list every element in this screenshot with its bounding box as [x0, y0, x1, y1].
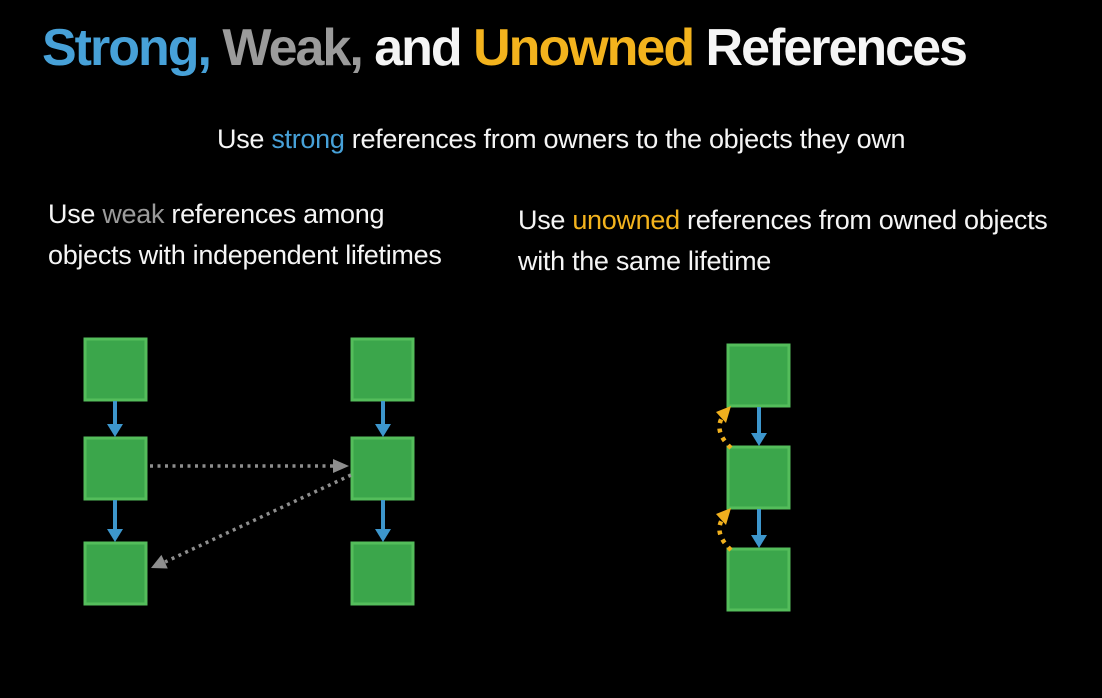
object-box-b3 [350, 541, 415, 606]
strong-reference-arrow [107, 500, 123, 542]
caption-text: objects with independent lifetimes [48, 240, 442, 270]
strong-reference-arrow [375, 401, 391, 437]
caption-text: Use [48, 199, 103, 229]
strong-reference-arrow [751, 509, 767, 548]
unowned-reference-caption: Use unowned references from owned object… [518, 200, 1048, 282]
object-box-b2 [350, 436, 415, 501]
weak-reference-caption: Use weak references among objects with i… [48, 194, 442, 276]
object-box-c2 [726, 445, 791, 510]
title-word-weak: Weak, [209, 19, 363, 77]
object-box-a2 [83, 436, 148, 501]
unowned-diagram [716, 343, 791, 612]
caption-text: with the same lifetime [518, 246, 771, 276]
strong-reference-caption: Use strong references from owners to the… [217, 124, 906, 155]
caption-keyword-strong: strong [271, 124, 345, 154]
title-word-and: and [361, 19, 474, 77]
title-word-strong: Strong, [42, 19, 212, 77]
caption-text: references from owners to the objects th… [344, 124, 906, 154]
object-box-b1 [350, 337, 415, 402]
caption-keyword-unowned: unowned [572, 205, 680, 235]
strong-reference-arrow [751, 407, 767, 446]
strong-reference-arrow [375, 500, 391, 542]
object-box-c1 [726, 343, 791, 408]
object-box-a1 [83, 337, 148, 402]
caption-text: references from owned objects [679, 205, 1048, 235]
strong-reference-arrow [107, 401, 123, 437]
weak-diagram [83, 337, 415, 606]
title-word-unowned: Unowned [473, 19, 695, 77]
weak-reference-arrow [150, 459, 349, 473]
caption-keyword-weak: weak [102, 199, 165, 229]
object-box-c3 [726, 547, 791, 612]
caption-text: Use [518, 205, 573, 235]
page-title: Strong, Weak, and Unowned References [42, 18, 968, 78]
caption-text: Use [217, 124, 272, 154]
title-word-references: References [693, 19, 968, 77]
unowned-reference-arrow [716, 406, 733, 450]
object-box-a3 [83, 541, 148, 606]
unowned-reference-arrow [716, 508, 733, 552]
weak-reference-arrow [151, 473, 352, 569]
caption-text: references among [164, 199, 385, 229]
